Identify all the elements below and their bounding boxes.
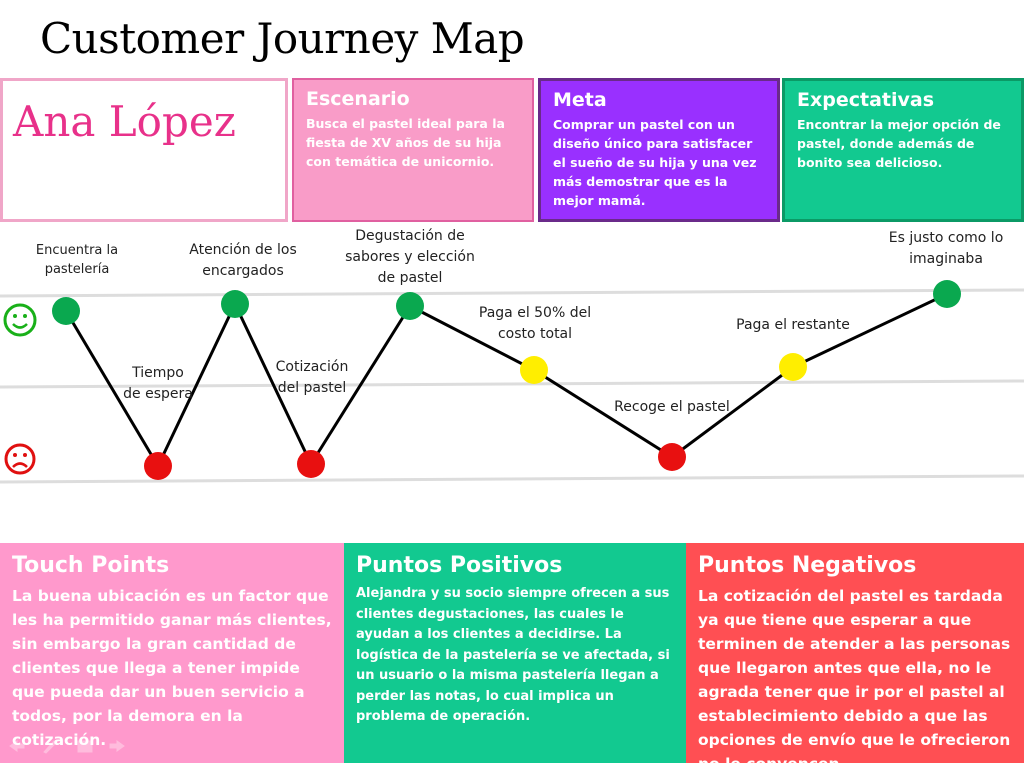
positives-text: Alejandra y su socio siempre ofrecen a s… (356, 586, 670, 724)
journey-point-7 (658, 443, 686, 471)
journey-point-5 (396, 292, 424, 320)
touch-points-text: La buena ubicación es un factor que les … (12, 587, 332, 749)
positives-box: Puntos Positivos Alejandra y su socio si… (344, 543, 686, 763)
goal-box: Meta Comprar un pastel con un diseño úni… (538, 78, 780, 222)
journey-point-1 (52, 297, 80, 325)
step-label-4: Cotización del pastel (275, 359, 349, 396)
touch-points-box: Touch Points La buena ubicación es un fa… (0, 543, 344, 763)
persona-name: Ana López (13, 97, 236, 146)
journey-segment (792, 292, 948, 369)
journey-segment (671, 365, 794, 459)
journey-point-9 (933, 280, 961, 308)
negatives-text: La cotización del pastel es tardada ya q… (698, 587, 1011, 763)
expectations-text: Encontrar la mejor opción de pastel, don… (797, 117, 1001, 170)
menu-icon[interactable] (77, 740, 93, 753)
journey-segment (309, 305, 412, 465)
scenario-text: Busca el pastel ideal para la fiesta de … (306, 116, 505, 169)
journey-path (64, 292, 948, 467)
scenario-box: Escenario Busca el pastel ideal para la … (292, 78, 534, 222)
low-band-line (0, 474, 1024, 484)
journey-point-8 (779, 353, 807, 381)
sad-face-icon (4, 443, 36, 475)
expectations-box: Expectativas Encontrar la mejor opción d… (782, 78, 1024, 222)
step-label-8: Paga el restante (736, 317, 850, 333)
journey-points (52, 280, 961, 480)
journey-point-3 (221, 290, 249, 318)
journey-segment (233, 303, 313, 465)
step-label-9: Es justo como lo imaginaba (888, 230, 1004, 267)
journey-point-6 (520, 356, 548, 384)
journey-segment (409, 304, 535, 372)
step-label-3: Atención de los encargados (189, 242, 297, 279)
positives-heading: Puntos Positivos (356, 553, 563, 578)
negatives-heading: Puntos Negativos (698, 553, 917, 578)
step-label-2: Tiempo de espera (123, 365, 193, 402)
journey-point-2 (144, 452, 172, 480)
journey-segment (156, 303, 237, 467)
step-label-1: Encuentra la pastelería (35, 243, 119, 277)
happy-face-icon (3, 303, 37, 337)
touch-points-heading: Touch Points (12, 553, 170, 578)
journey-segment (533, 368, 673, 459)
goal-heading: Meta (553, 89, 607, 111)
journey-diagram: Encuentra la pastelería Tiempo de espera… (0, 224, 1024, 514)
pen-icon[interactable] (43, 740, 57, 754)
previous-arrow-icon[interactable] (9, 740, 25, 752)
slide-nav-bar (9, 740, 125, 754)
scenario-heading: Escenario (306, 88, 410, 110)
next-arrow-icon[interactable] (109, 740, 125, 752)
journey-segment (64, 310, 160, 467)
step-label-5: Degustación de sabores y elección de pas… (345, 228, 475, 286)
expectations-heading: Expectativas (797, 89, 934, 111)
page-title: Customer Journey Map (40, 14, 525, 63)
negatives-box: Puntos Negativos La cotización del paste… (686, 543, 1024, 763)
journey-chart (0, 280, 1024, 484)
step-label-6: Paga el 50% del costo total (478, 305, 592, 342)
persona-box: Ana López (0, 78, 288, 222)
mid-band-line (0, 379, 1024, 389)
goal-text: Comprar un pastel con un diseño único pa… (553, 117, 757, 208)
step-label-7: Recoge el pastel (614, 399, 730, 415)
high-band-line (0, 288, 1024, 298)
journey-point-4 (297, 450, 325, 478)
